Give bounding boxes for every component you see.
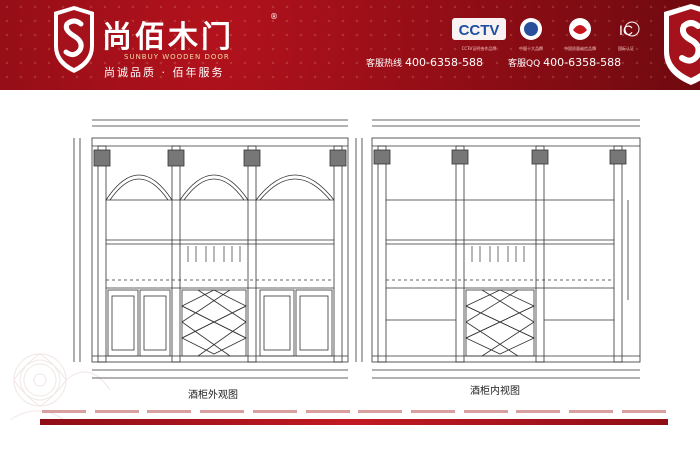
brand-slogan: 尚诚品质 · 佰年服务 <box>104 66 225 79</box>
footer-bar <box>40 419 668 425</box>
logo-caption: 中国质量诚信品牌 <box>564 46 596 51</box>
qq-label: 客服QQ <box>508 59 541 69</box>
logo-caption: 中国十大品牌 <box>519 46 543 51</box>
cabinet-drawings <box>73 119 641 379</box>
hotline-label: 客服热线 <box>366 59 403 69</box>
logo-caption: CCTV证明合作品牌 <box>461 46 497 51</box>
partner-logo-3: 中国质量诚信品牌 <box>560 16 600 51</box>
partner-logo-4: IC 国际认证 <box>612 16 640 51</box>
interior-view-caption: 酒柜内视图 <box>470 386 520 397</box>
brand-name-cn: 尚佰木门 <box>102 20 234 55</box>
partner-logo-2: 中国十大品牌 <box>516 16 546 51</box>
header-banner: 尚佰木门 ® SUNBUY WOODEN DOOR 尚诚品质 · 佰年服务 CC… <box>0 0 700 90</box>
right-shield-badge <box>664 4 700 85</box>
qq-number: 400-6358-588 <box>543 56 622 69</box>
decorative-flower <box>9 353 111 425</box>
registered-mark: ® <box>270 12 278 21</box>
interior-view-drawing <box>361 119 641 379</box>
hotline-number: 400-6358-588 <box>405 56 483 69</box>
ic-logo-text: IC <box>619 22 633 38</box>
footer-pattern <box>42 410 666 413</box>
banner-pattern <box>0 0 700 90</box>
exterior-view-drawing <box>73 119 357 379</box>
brand-name-en: SUNBUY WOODEN DOOR <box>124 53 230 61</box>
exterior-view-caption: 酒柜外观图 <box>188 390 238 401</box>
cctv-logo-text: CCTV <box>459 22 500 39</box>
cctv-logo: CCTV CCTV证明合作品牌 <box>452 16 506 51</box>
logo-caption: 国际认证 <box>618 46 634 51</box>
brand-shield-logo <box>54 6 94 73</box>
